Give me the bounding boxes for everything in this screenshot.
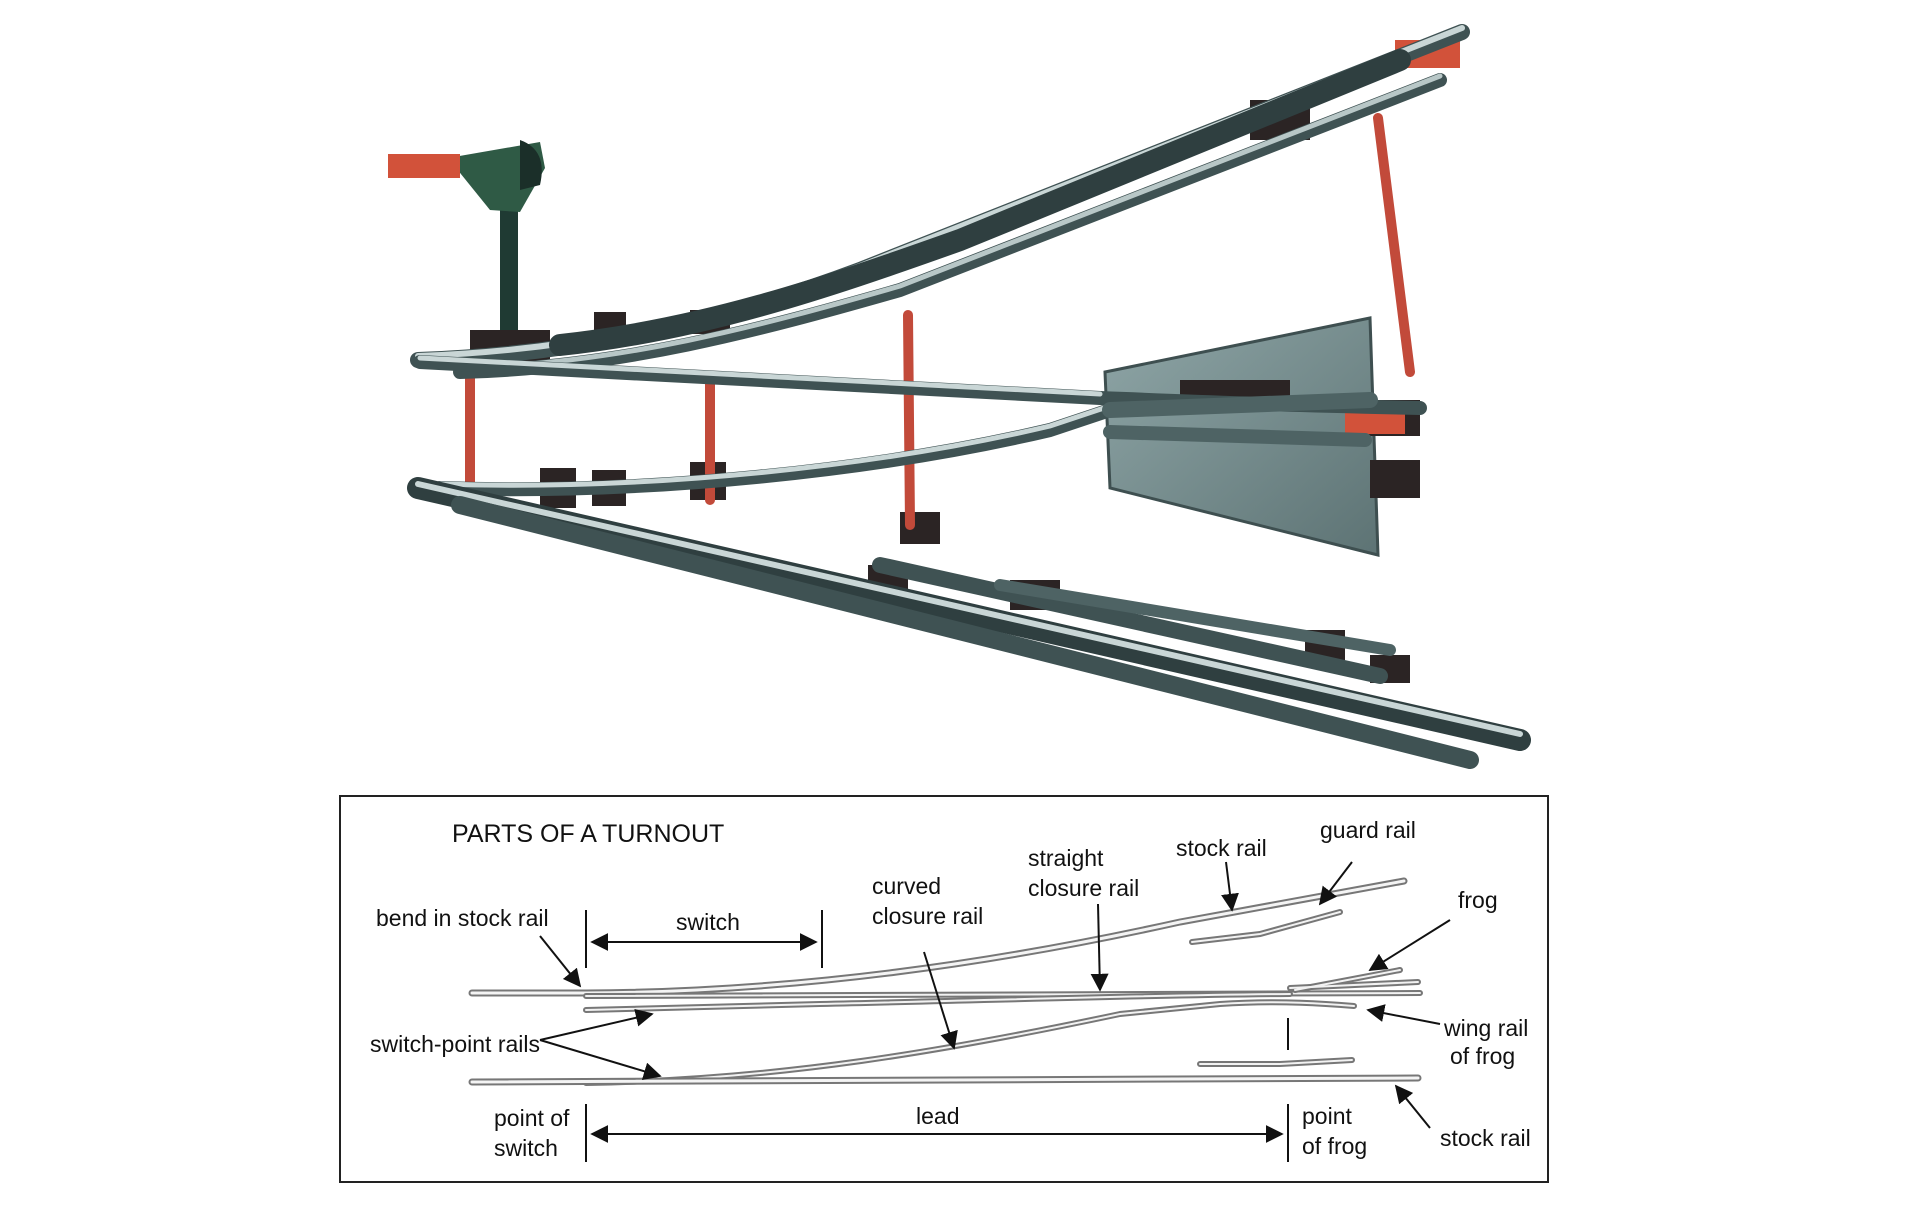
label-wing-rail-1: wing rail (1443, 1015, 1528, 1041)
label-wing-rail-2: of frog (1450, 1043, 1515, 1069)
label-frog: frog (1458, 887, 1498, 913)
lead-dimension (585, 1018, 1289, 1162)
switch-dimension (585, 910, 823, 968)
label-straight-closure-1: straight (1028, 845, 1104, 871)
label-point-of-switch-2: switch (494, 1135, 558, 1161)
label-stock-rail-bottom: stock rail (1440, 1125, 1531, 1151)
diagram-rails (468, 877, 1423, 1086)
label-stock-rail-top: stock rail (1176, 835, 1267, 861)
turnout-diagram: PARTS OF A TURNOUT (339, 795, 1549, 1183)
label-bend-in-stock-rail: bend in stock rail (376, 905, 549, 931)
switch-signal-stand (388, 140, 550, 370)
label-point-of-frog-1: point (1302, 1103, 1352, 1129)
label-lead: lead (916, 1103, 959, 1129)
model-rails (407, 24, 1531, 769)
turnout-model-photo (388, 24, 1531, 769)
diagram-frame (339, 795, 1549, 1183)
diagram-title: PARTS OF A TURNOUT (452, 820, 724, 848)
label-point-of-frog-2: of frog (1302, 1133, 1367, 1159)
label-switch-point-rails: switch-point rails (370, 1031, 540, 1057)
label-curved-closure-1: curved (872, 873, 941, 899)
label-guard-rail: guard rail (1320, 817, 1416, 843)
label-switch: switch (676, 909, 740, 935)
leader-lines (539, 861, 1451, 1129)
label-point-of-switch-1: point of (494, 1105, 570, 1131)
label-curved-closure-2: closure rail (872, 903, 983, 929)
label-straight-closure-2: closure rail (1028, 875, 1139, 901)
